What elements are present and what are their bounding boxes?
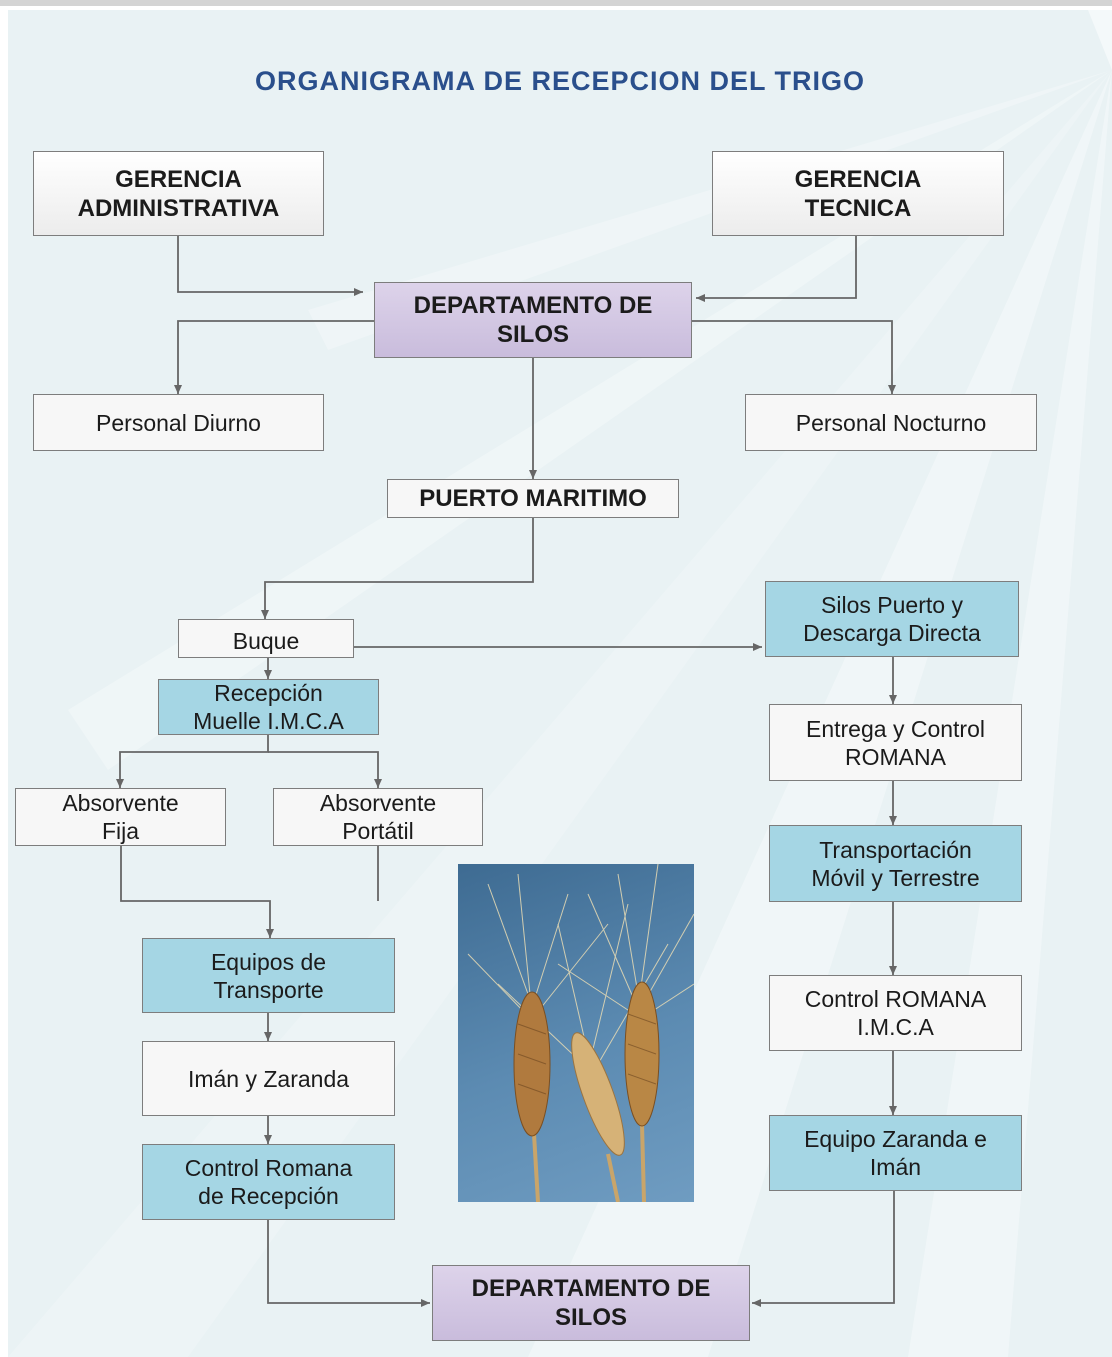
connector-recepcion-to-portatil (268, 751, 382, 788)
connector-silos-to-nocturno (692, 320, 896, 394)
gerencia-tecnica-box: GERENCIA TECNICA (712, 151, 1004, 236)
recepcion-muelle-box: Recepción Muelle I.M.C.A (158, 679, 379, 735)
wheat-ears-photo (458, 864, 694, 1202)
departamento-silos-bottom-box: DEPARTAMENTO DE SILOS (432, 1265, 750, 1341)
connector-puerto-to-buque (261, 518, 534, 619)
equipos-transporte-box: Equipos de Transporte (142, 938, 395, 1013)
silos-puerto-box: Silos Puerto y Descarga Directa (765, 581, 1019, 657)
control-romana-recepcion-box: Control Romana de Recepción (142, 1144, 395, 1220)
wheat-ears-icon (467, 864, 694, 1202)
absorvente-portatil-box: Absorvente Portátil (273, 788, 483, 846)
personal-nocturno-box: Personal Nocturno (745, 394, 1037, 451)
connector-tecnica-to-silos (696, 236, 857, 302)
connectors (116, 236, 897, 1307)
diagram-canvas: ORGANIGRAMA DE RECEPCION DEL TRIGO (8, 10, 1112, 1357)
connector-admin-to-silos (177, 236, 363, 296)
iman-zaranda-box: Imán y Zaranda (142, 1041, 395, 1116)
connector-silos-to-diurno (174, 320, 376, 394)
transportacion-box: Transportación Móvil y Terrestre (769, 825, 1022, 902)
entrega-control-box: Entrega y Control ROMANA (769, 704, 1022, 781)
absorvente-fija-box: Absorvente Fija (15, 788, 226, 846)
buque-box: Buque (178, 619, 354, 658)
diagram-title: ORGANIGRAMA DE RECEPCION DEL TRIGO (254, 66, 866, 96)
connector-recepcion-split (116, 735, 269, 788)
connector-zaranda-to-silos-bottom (752, 1191, 895, 1307)
puerto-maritimo-box: PUERTO MARITIMO (387, 479, 679, 518)
gerencia-administrativa-box: GERENCIA ADMINISTRATIVA (33, 151, 324, 236)
connector-control-to-silos-bottom (267, 1220, 430, 1307)
control-romana-imca-box: Control ROMANA I.M.C.A (769, 975, 1022, 1051)
equipo-zaranda-box: Equipo Zaranda e Imán (769, 1115, 1022, 1191)
departamento-silos-top-box: DEPARTAMENTO DE SILOS (374, 282, 692, 358)
personal-diurno-box: Personal Diurno (33, 394, 324, 451)
top-border (0, 0, 1112, 6)
connector-fija-merge (120, 846, 274, 938)
